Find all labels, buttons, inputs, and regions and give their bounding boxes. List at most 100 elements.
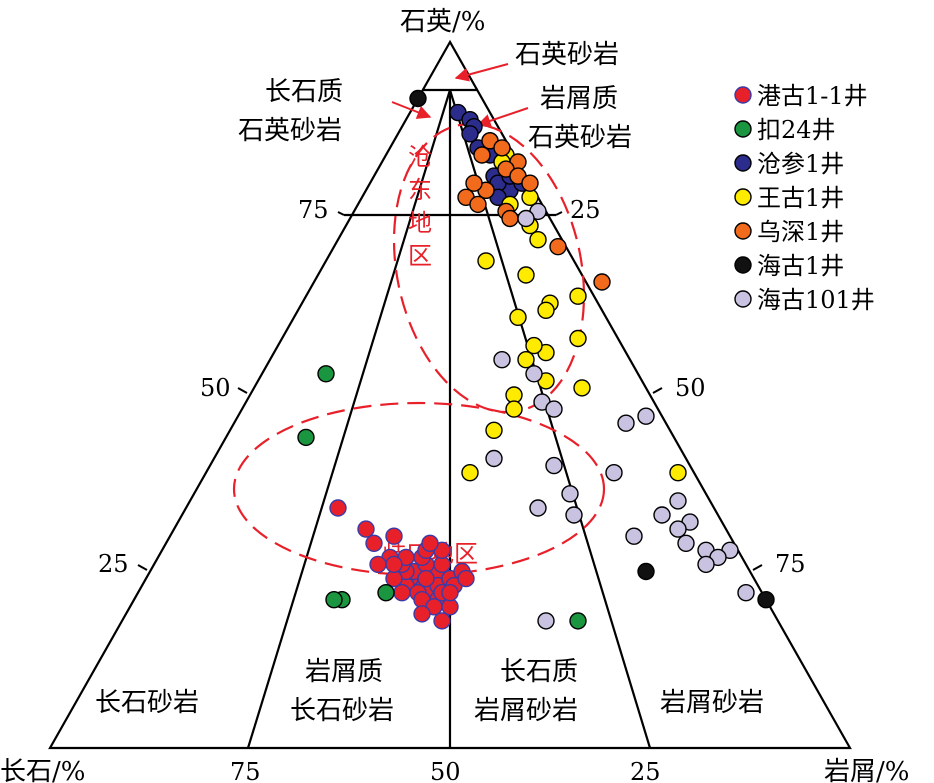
data-point [545,456,563,475]
apex-label-quartz: 石英/% [400,7,485,37]
legend-label: 海古1井 [757,252,844,280]
data-point [569,287,587,305]
data-point [325,591,343,609]
data-point [573,379,591,397]
tick-50-right: 50 [675,374,706,402]
apex-label-feldspar: 长石/% [0,757,85,783]
apex-label-lithic: 岩屑/% [824,757,909,783]
data-point [485,449,503,468]
data-point [417,569,435,588]
series-7 [485,202,755,630]
region-label-cangdong-char3: 地 [408,209,432,237]
data-point [433,612,451,630]
arrow-quartz-sandstone [454,63,509,82]
data-point [757,591,775,609]
field-label-lithic-quartz-line1: 岩屑质 [540,84,618,114]
data-point [669,520,687,538]
legend-marker [734,222,752,240]
data-point [477,252,495,270]
legend-label: 王古1井 [757,184,844,212]
legend-label: 港古1-1井 [757,82,868,110]
data-point [393,584,411,602]
split-75-feldspar [246,89,452,749]
data-point [421,534,439,552]
data-point [537,301,555,319]
data-point [501,209,519,228]
field-label-litharenite: 岩屑砂岩 [660,688,764,718]
data-point [637,562,655,581]
data-point [529,230,547,249]
data-point [637,407,655,425]
data-point [517,266,535,284]
legend-marker [734,86,752,104]
legend-marker [734,256,752,274]
data-point [549,237,567,256]
data-point [677,534,695,552]
tick-labels: 75 25 50 50 25 75 75 50 25 [98,196,806,783]
legend-marker [734,290,752,308]
data-point [605,464,623,482]
data-point [297,428,315,447]
data-point [565,506,583,524]
legend-marker [734,154,752,172]
data-point [525,336,543,355]
data-point [669,464,687,482]
field-arrows [391,63,529,128]
legend-marker [734,188,752,206]
data-point [529,499,547,517]
tick-25-right: 25 [570,196,601,224]
data-point [329,499,347,517]
data-point [385,555,403,574]
data-point [493,351,511,369]
data-point [505,400,523,418]
field-label-feldspathic-quartz-line1: 长石质 [265,77,343,107]
series-5 [457,132,611,291]
arrow-feldspathic-quartz [391,101,432,119]
data-points [297,89,775,630]
data-point [413,605,431,623]
tick-50-bottom: 50 [430,758,461,783]
field-label-lithic-arkose-line2: 长石砂岩 [290,696,394,726]
tick-75-bottom: 75 [230,758,261,783]
data-point [317,365,335,383]
data-point [653,506,671,524]
ternary-frame [48,39,852,750]
tick-25-left: 25 [98,550,129,578]
data-point [561,485,579,503]
data-point [493,139,511,157]
legend-marker [734,120,752,138]
data-point [517,351,535,369]
data-point [737,584,755,602]
legend-label: 海古101井 [757,286,875,314]
series-2 [297,365,587,630]
data-point [461,125,479,143]
field-label-feldspathic-quartz-line2: 石英砂岩 [238,116,342,146]
arrow-lithic-quartz [476,107,529,128]
data-point [521,174,539,192]
tick-25-bottom: 25 [630,758,661,783]
data-point [697,555,715,574]
data-point [473,146,491,164]
region-label-cangdong: 沧 东 地 区 [408,143,432,270]
field-label-arkose: 长石砂岩 [95,688,199,718]
region-label-cangdong-char4: 区 [408,242,432,270]
tick-marks [137,211,763,571]
field-label-lithic-quartz-line2: 石英砂岩 [528,123,632,153]
legend-label: 乌深1井 [757,218,844,246]
data-point [441,584,459,602]
data-point [537,612,555,630]
region-label-cangdong-char1: 沧 [408,143,432,171]
data-point [485,421,503,439]
field-label-feldspathic-litharenite-line1: 长石质 [500,657,578,687]
series-6 [409,89,775,609]
field-label-quartz-sandstone: 石英砂岩 [515,40,619,70]
data-point [569,329,587,348]
data-point [469,195,487,214]
data-point [545,400,563,418]
data-point [385,527,403,545]
series-1 [329,499,475,630]
tick-75-right: 75 [775,550,806,578]
data-point [669,492,687,510]
